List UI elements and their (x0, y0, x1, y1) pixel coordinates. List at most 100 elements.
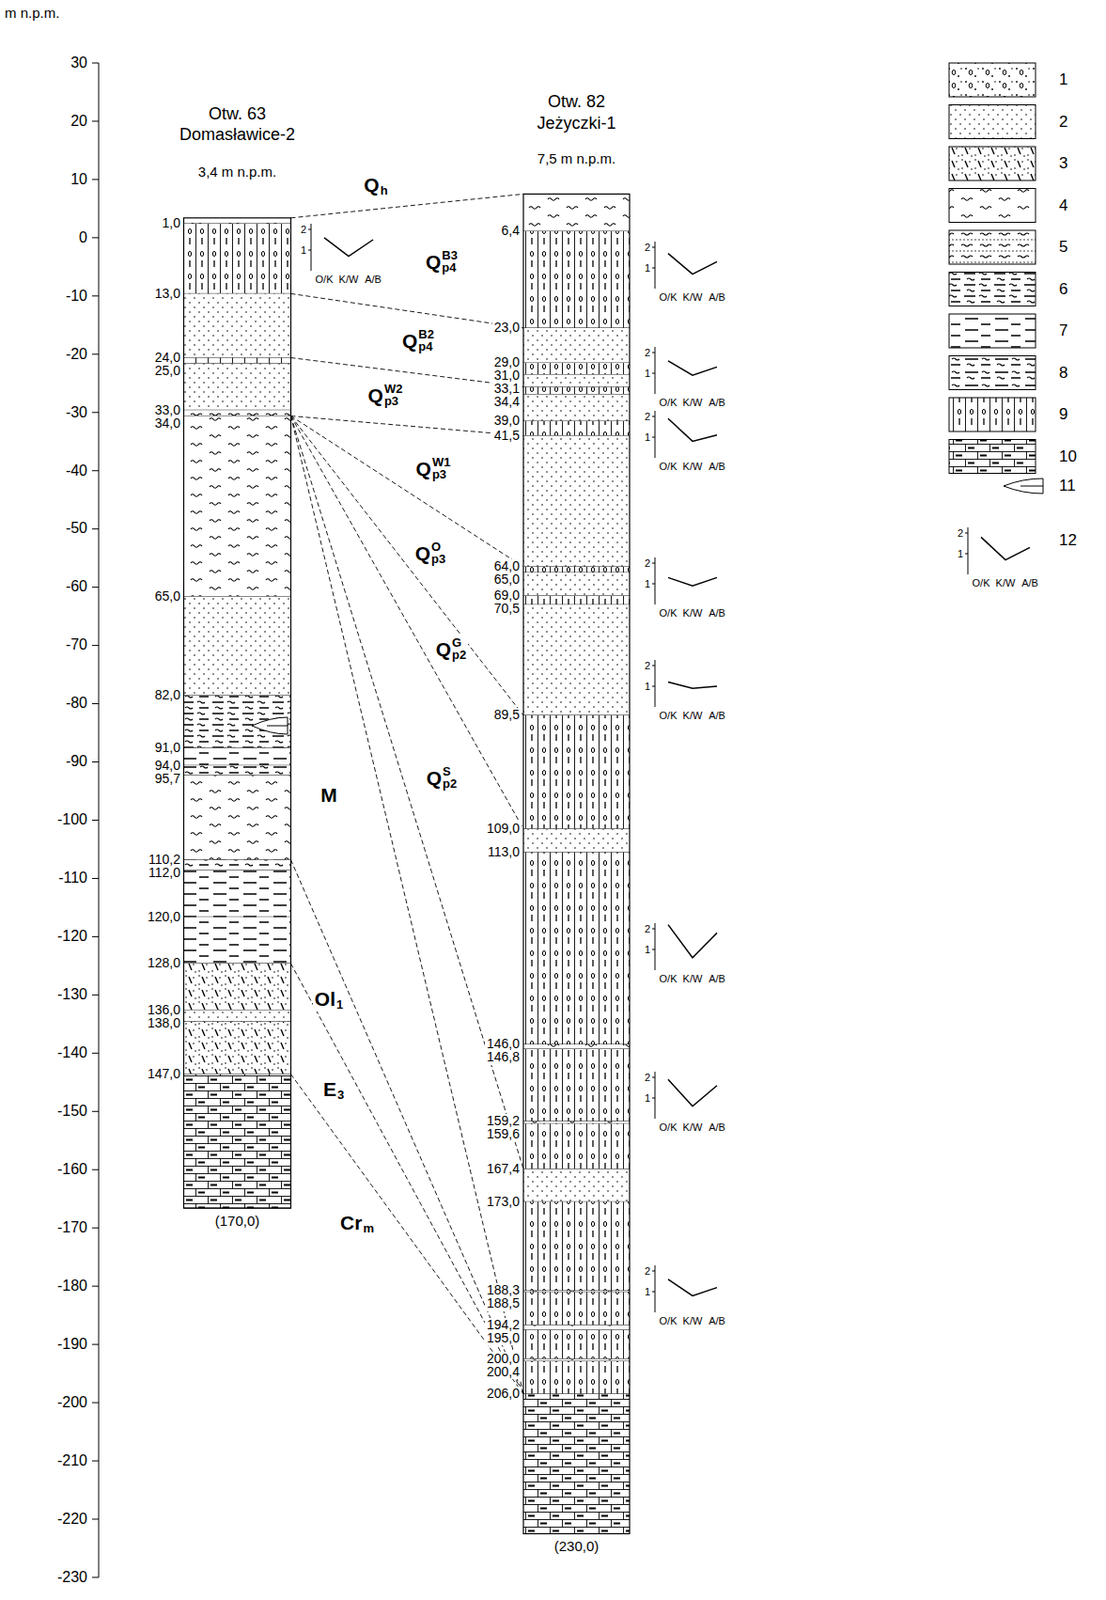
layer-ground (184, 363, 292, 411)
graph-axis-label: K/W (683, 1314, 703, 1326)
correlation-line (291, 193, 525, 218)
legend-swatch (949, 62, 1036, 97)
graph-tick-label: 1 (644, 943, 651, 955)
legend-swatch-ground (949, 439, 1036, 474)
graph-axis-label: A/B (708, 972, 726, 984)
unit-symbol: Q (415, 543, 431, 563)
rock-layer (523, 373, 630, 387)
layer-ground (184, 775, 292, 860)
legend-number: 2 (1059, 112, 1068, 132)
strat-symbol: QOp3 (413, 539, 449, 566)
borehole-title: Otw. 63 Domasławice-2 (171, 103, 304, 146)
graph-tick-label: 1 (644, 431, 651, 443)
depth-label: 6,4 (499, 223, 522, 238)
rock-layer (184, 223, 292, 294)
depth-label: 167,4 (484, 1161, 522, 1176)
unit-superscript: O (431, 540, 446, 553)
graph-axis-label: K/W (683, 1121, 703, 1133)
graph-tick-label: 2 (644, 241, 651, 253)
graph-tick (652, 949, 655, 951)
column-outline (523, 193, 630, 1533)
graph-axis-label: A/B (708, 709, 726, 721)
layer-ground (523, 595, 630, 605)
ratio-curve (668, 418, 717, 441)
axis-tick-label: 30 (70, 54, 88, 72)
layer-ground (523, 420, 630, 436)
legend-swatch (949, 397, 1036, 432)
axis-tick (92, 1343, 99, 1345)
borehole-column: Otw. 63 Domasławice-23,4 m n.p.m.(170,0) (184, 218, 292, 1208)
legend-swatch (949, 356, 1036, 390)
axis-tick (92, 1168, 99, 1170)
rock-layer (523, 193, 630, 232)
graph-axis-label: O/K (659, 972, 678, 984)
rock-layer (523, 1324, 630, 1330)
graph-tick (652, 416, 655, 418)
graph-axis-label: O/K (659, 1121, 678, 1133)
index-spacer (336, 985, 343, 998)
layer-boundary (523, 1290, 630, 1292)
layer-ground (184, 415, 292, 596)
layer-ground (523, 1043, 630, 1049)
rock-layer (523, 1360, 630, 1394)
depth-label: 13,0 (155, 286, 181, 301)
unit-subscript: p2 (442, 777, 457, 790)
graph-tick (652, 1291, 655, 1293)
graph-tick-label: 1 (644, 262, 651, 274)
correlation-line (291, 358, 525, 388)
graph-tick-label: 1 (300, 244, 307, 256)
legend-swatch-ground (949, 146, 1036, 181)
axis-tick (92, 178, 99, 180)
axis-tick (92, 1285, 99, 1287)
depth-label: 65,0 (155, 589, 181, 604)
unit-subscript: h (380, 184, 389, 197)
unit-superscript: W2 (384, 382, 404, 395)
axis-tick (92, 528, 99, 530)
axis-unit: m n.p.m. (4, 4, 60, 21)
layer-ground (523, 373, 630, 387)
ratio-curve (668, 253, 717, 275)
strat-symbol: QW1p3 (414, 454, 453, 482)
rock-layer (523, 394, 630, 422)
rock-layer (523, 1290, 630, 1292)
unit-symbol: Q (426, 767, 442, 788)
graph-axis (654, 922, 656, 970)
axis-tick (92, 62, 99, 64)
axis-tick (92, 1052, 99, 1054)
borehole-elevation: 3,4 m n.p.m. (162, 163, 313, 180)
legend-number: 10 (1059, 447, 1077, 467)
graph-axis-label: O/K (659, 709, 678, 721)
axis-tick (92, 1518, 99, 1520)
graph-tick (652, 583, 655, 585)
graph-tick-label: 2 (644, 1071, 651, 1083)
axis-tick-label: -150 (57, 1102, 88, 1120)
axis-tick-label: -10 (65, 287, 88, 305)
axis-tick-label: -210 (57, 1451, 88, 1469)
rock-layer (184, 358, 292, 364)
layer-ground (184, 223, 292, 294)
index-stack: h (380, 171, 389, 197)
strat-symbol: QW2p3 (366, 381, 406, 408)
rock-layer (523, 1043, 630, 1049)
lens-symbol (251, 716, 288, 734)
graph-axis-label: A/B (708, 460, 726, 472)
axis-tick-label: -50 (65, 519, 88, 537)
axis-tick (92, 411, 99, 413)
axis-tick-label: -220 (57, 1510, 88, 1527)
graph-axis (654, 659, 656, 707)
layer-ground (184, 358, 292, 364)
layer-ground (523, 1290, 630, 1292)
layer-ground (523, 1168, 630, 1202)
graph-axis-label: K/W (683, 709, 703, 721)
strat-symbol: QGp2 (434, 635, 469, 662)
layer-ground (523, 572, 630, 596)
depth-label: 200,4 (484, 1364, 522, 1379)
correlation-line (291, 1074, 525, 1394)
legend-number: 7 (1059, 321, 1068, 341)
ratio-curve (668, 1278, 717, 1296)
correlation-line (291, 415, 525, 566)
rock-layer (523, 715, 630, 829)
graph-tick-label: 2 (957, 527, 964, 539)
graph-tick (652, 665, 655, 667)
graph-axis-label: O/K (315, 273, 334, 285)
